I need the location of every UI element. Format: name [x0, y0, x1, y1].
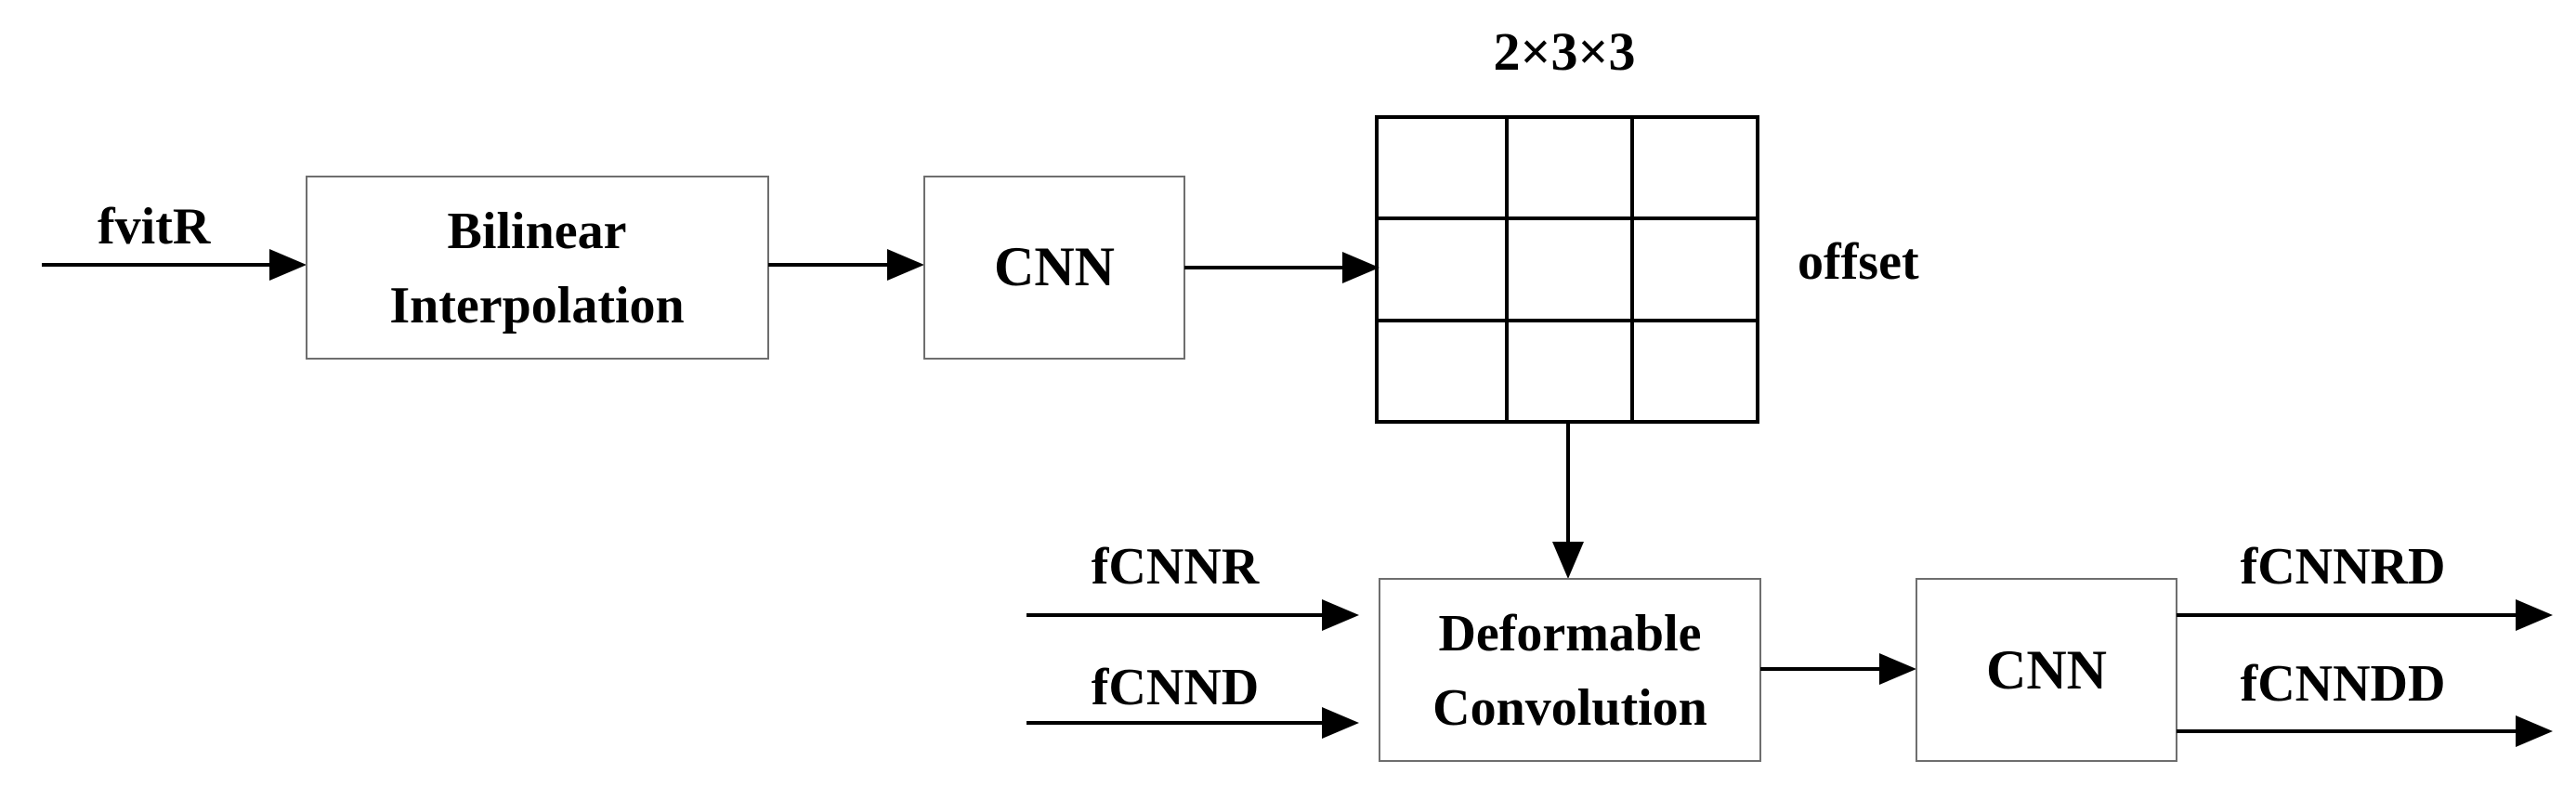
fvit-input-arrow: [42, 249, 307, 281]
fcnn-rd-output-arrow: [2177, 599, 2553, 631]
fvit-input-label: fvitR: [98, 198, 211, 256]
fcnn-d-input-arrow: [1026, 707, 1359, 739]
deform-to-cnn-arrow: [1760, 653, 1916, 685]
bilinear-to-cnn-arrow: [768, 249, 924, 281]
cnn-block-bottom: [1916, 578, 2177, 762]
cnn-block-top: [923, 176, 1185, 360]
deform-label-line1: Deformable: [1438, 605, 1701, 662]
bilinear-label-line1: Bilinear: [448, 203, 627, 260]
bilinear-interpolation-block: [306, 176, 769, 360]
cnn-to-offset-arrow: [1184, 252, 1380, 283]
bilinear-label-line2: Interpolation: [389, 277, 684, 334]
fcnn-rd-label: fCNNRD: [2241, 538, 2446, 596]
fcnn-dd-output-arrow: [2177, 715, 2553, 747]
offset-to-deform-arrow: [1552, 422, 1584, 579]
deformable-convolution-block: [1379, 578, 1761, 762]
fcnn-dd-label: fCNNDD: [2241, 655, 2446, 713]
deform-label-line2: Convolution: [1432, 679, 1707, 737]
offset-dimension-label: 2×3×3: [1493, 21, 1635, 82]
offset-grid: [1375, 115, 1759, 424]
offset-label: offset: [1798, 233, 1919, 291]
fcnn-r-label: fCNNR: [1092, 538, 1260, 596]
cnn-bottom-label: CNN: [1986, 639, 2107, 701]
fcnn-r-input-arrow: [1026, 599, 1359, 631]
fcnn-d-label: fCNND: [1092, 659, 1259, 716]
cnn-top-label: CNN: [994, 236, 1115, 297]
